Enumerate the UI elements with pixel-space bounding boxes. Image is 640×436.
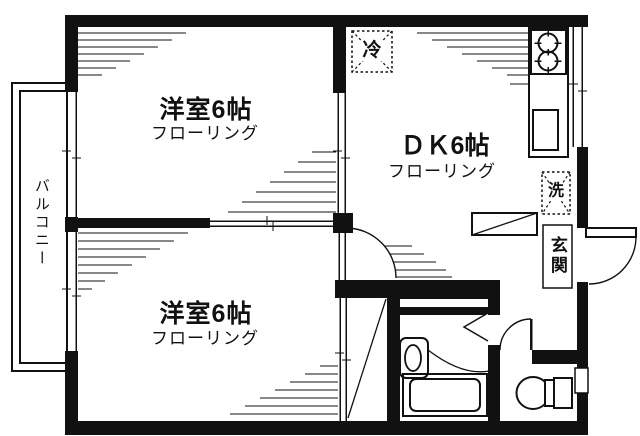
washer-label: 洗 bbox=[546, 182, 566, 201]
washbasin bbox=[399, 337, 429, 379]
bath-folding-door bbox=[462, 312, 489, 342]
room-label-western-lower: 洋室6帖 bbox=[159, 299, 253, 328]
wall-left-lower bbox=[65, 351, 78, 435]
balcony-label: バルコニー bbox=[32, 178, 50, 268]
refrigerator-label: 冷 bbox=[361, 40, 383, 62]
floor-label-western-lower: フローリング bbox=[151, 329, 259, 349]
closet-diagonal bbox=[347, 298, 387, 419]
shoe-cabinet bbox=[471, 212, 538, 236]
kitchen-counter bbox=[528, 27, 569, 158]
floor-label-western-upper: フローリング bbox=[151, 124, 259, 144]
washbasin-bowl bbox=[404, 344, 422, 372]
entrance-door-leaf bbox=[585, 227, 637, 238]
toilet-window bbox=[574, 367, 589, 394]
wall-bath-right-lower bbox=[488, 345, 500, 421]
room-label-dk: ＤＫ6帖 bbox=[400, 131, 490, 160]
wall-bath-right-upper bbox=[488, 280, 500, 313]
refrigerator-space-box bbox=[351, 30, 393, 73]
wall-left-upper bbox=[65, 15, 78, 92]
entrance-label-box bbox=[542, 224, 573, 289]
wall-top bbox=[65, 15, 588, 27]
wall-dk-bottom bbox=[348, 280, 500, 298]
wall-right-mid bbox=[577, 282, 588, 368]
bathtub bbox=[402, 373, 488, 417]
toilet-seat bbox=[544, 379, 555, 407]
entrance-label: 玄関 bbox=[547, 236, 567, 276]
wall-right-upper bbox=[577, 147, 588, 228]
wall-partition-upper bbox=[333, 27, 346, 93]
toilet-door-arc bbox=[499, 318, 532, 351]
wall-junction-block bbox=[333, 213, 353, 233]
floor-label-dk: フローリング bbox=[388, 162, 496, 182]
wall-left-mullion bbox=[65, 217, 78, 232]
wall-toilet-top bbox=[532, 350, 588, 364]
room-label-western-upper: 洋室6帖 bbox=[159, 95, 253, 124]
entrance-door-arc bbox=[588, 236, 637, 285]
wall-door-block bbox=[335, 280, 350, 298]
kitchen-sink bbox=[532, 109, 559, 151]
entrance-opening bbox=[577, 228, 588, 282]
stove bbox=[530, 29, 567, 75]
door-swing-arc bbox=[345, 227, 397, 279]
bathtub-inner bbox=[409, 378, 481, 412]
bath-counter-slot bbox=[400, 299, 488, 307]
shoe-cabinet-diagonal bbox=[471, 212, 538, 236]
toilet-tank bbox=[553, 377, 573, 409]
wall-bottom bbox=[65, 421, 588, 435]
wall-bath-left bbox=[387, 298, 400, 423]
wall-right-lower bbox=[577, 393, 588, 435]
wall-room-divider bbox=[78, 218, 210, 228]
bath-counter-curve bbox=[427, 349, 490, 373]
